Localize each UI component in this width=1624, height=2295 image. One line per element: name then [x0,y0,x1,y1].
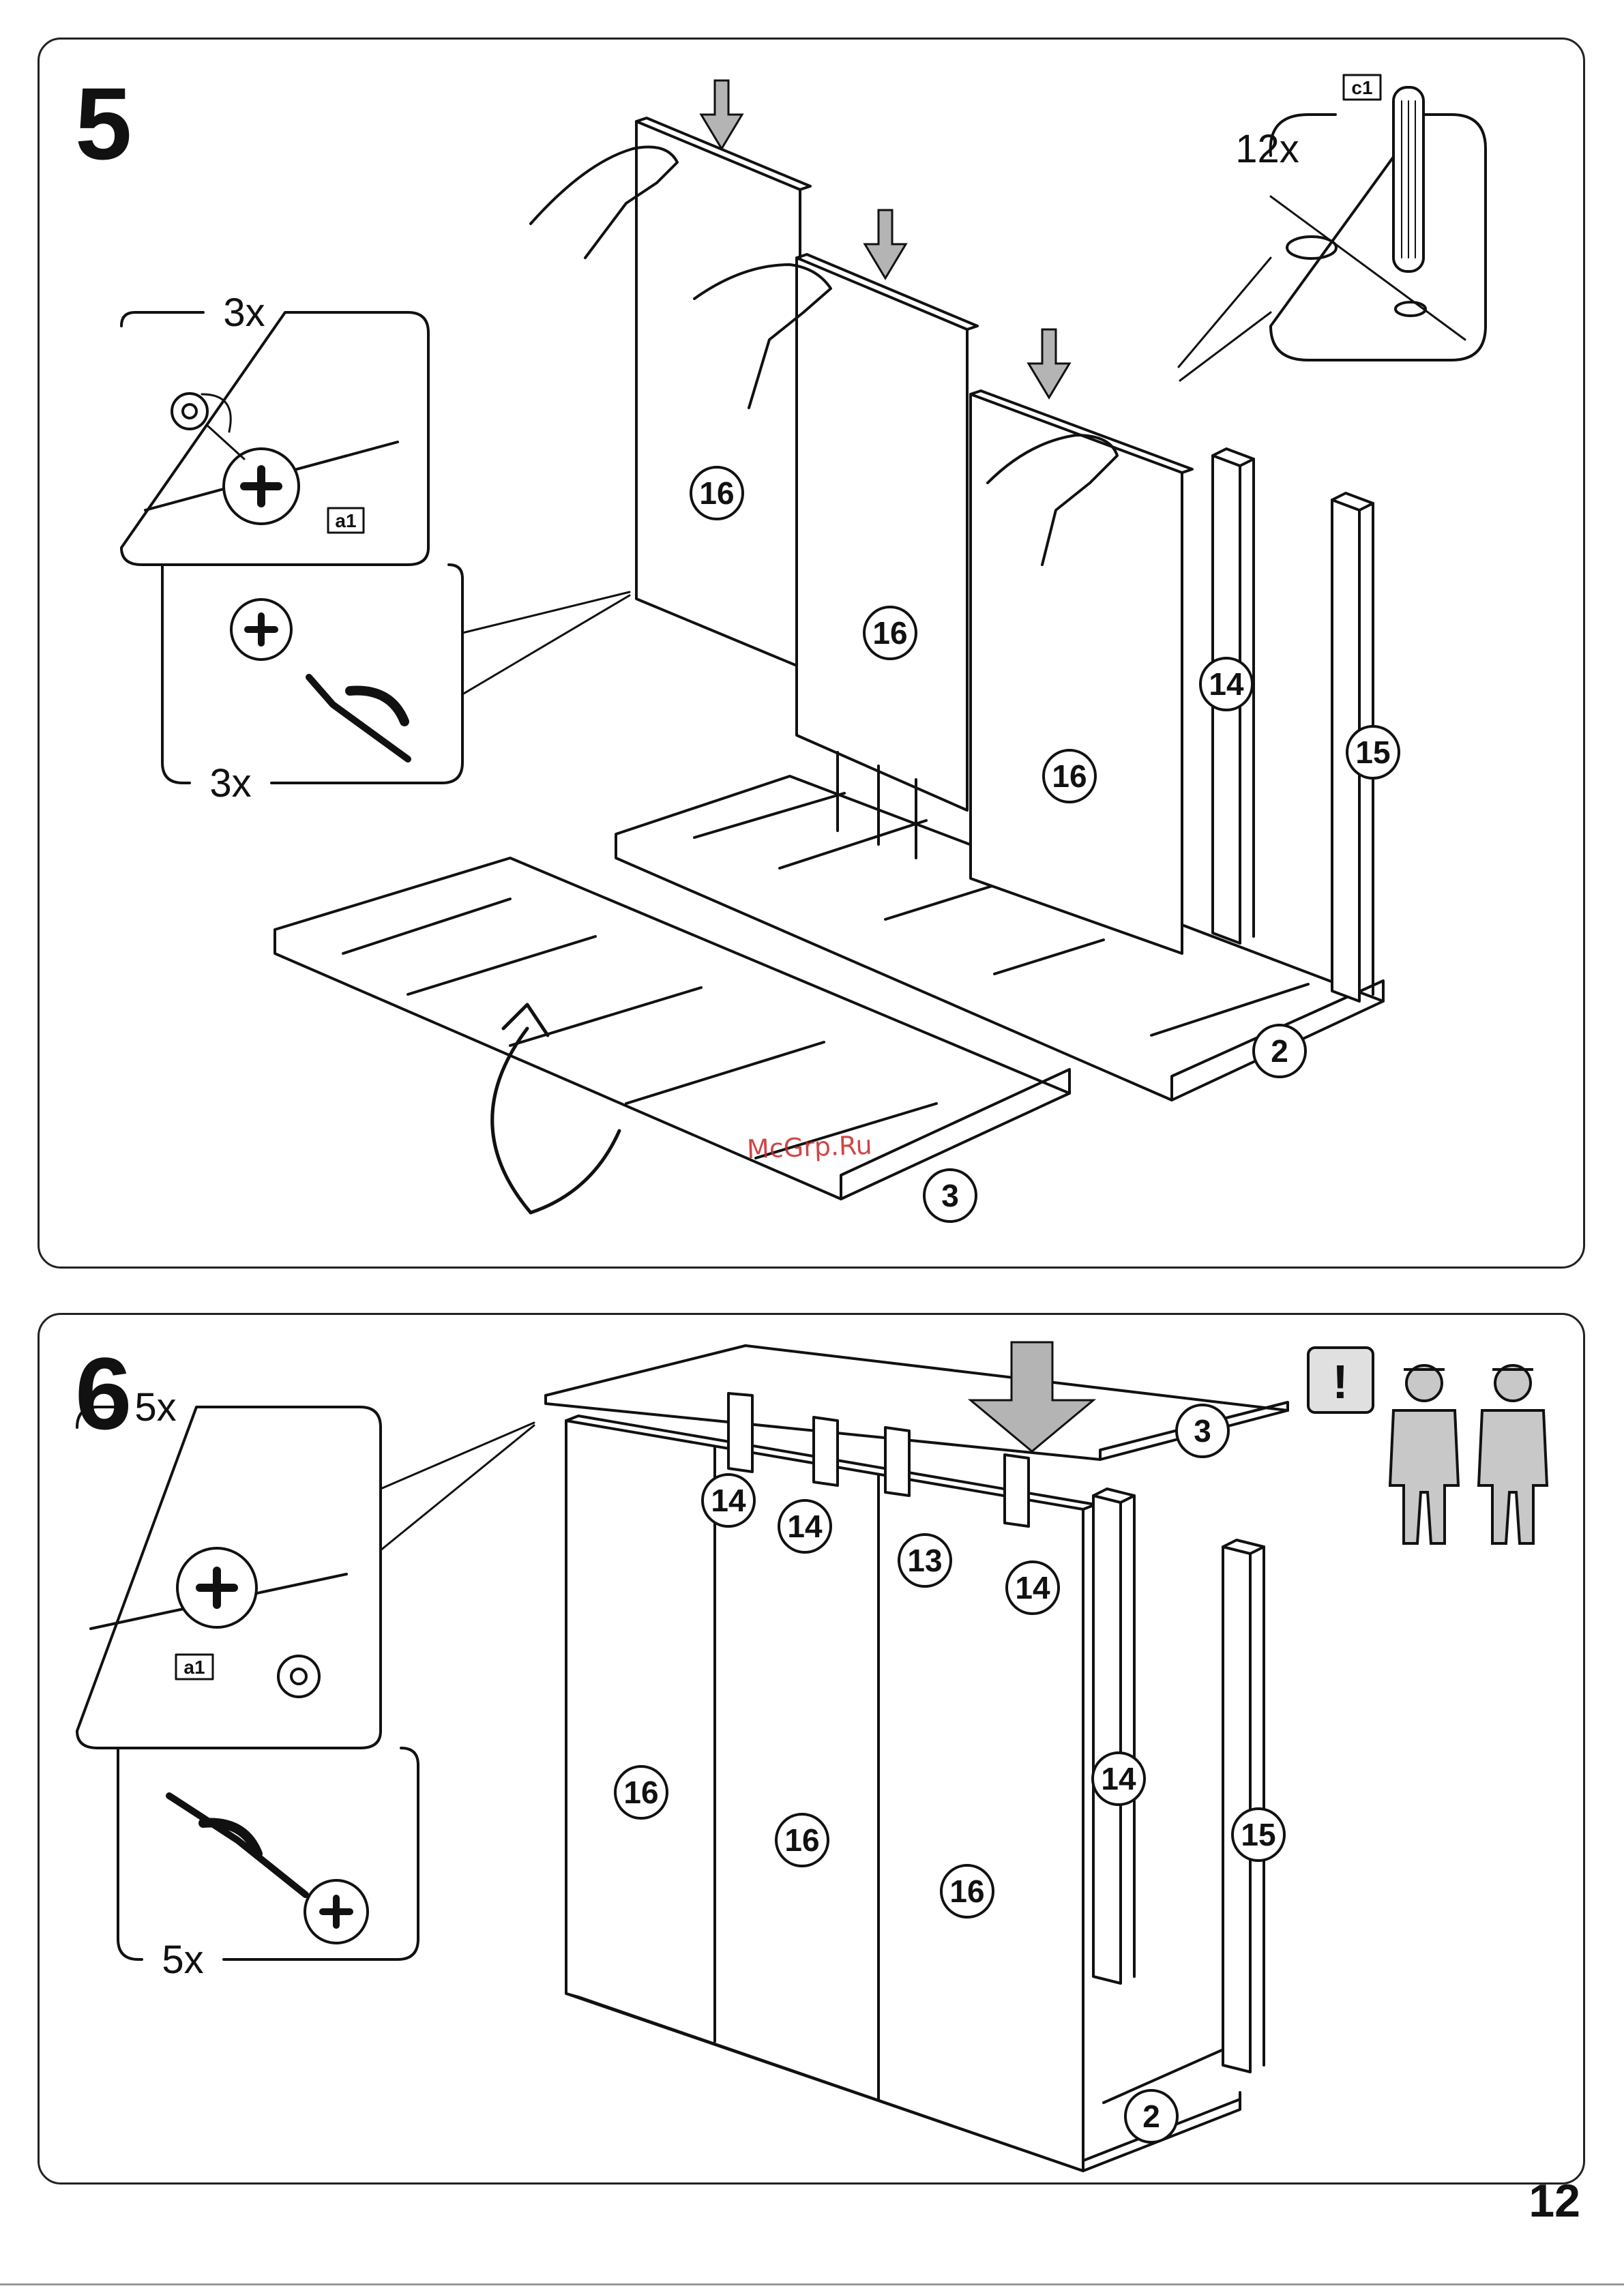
part-number: 3 [941,1178,959,1213]
cam-lock-callout [121,312,428,565]
cam-count-label: 5x [134,1385,176,1430]
fitting-code-label: a1 [335,510,356,531]
part-number: 14 [1015,1570,1050,1605]
person-icon [1479,1365,1547,1543]
part-number: 2 [1142,2099,1160,2134]
step-5-panel: 5 [38,38,1585,1269]
footer-divider [0,2283,1624,2285]
cam-count-label: 3x [223,291,265,335]
step-5-illustration: 16 16 16 14 15 2 3 3x 3x 12x a1 c1 [40,40,1587,1271]
part-number: 16 [699,475,734,511]
part-number: 2 [1271,1033,1288,1069]
part-number: 16 [872,615,907,651]
person-icon [1390,1365,1458,1543]
watermark-text: McGrp.Ru [746,1130,872,1164]
part-number: 15 [1355,735,1390,770]
turn-count-label: 3x [209,761,251,805]
part-number: 16 [784,1822,819,1858]
dowel-count-label: 12x [1235,127,1299,171]
fitting-code-label: a1 [183,1657,205,1678]
step-6-illustration: ! 3 [40,1315,1587,2187]
warning-symbol: ! [1332,1355,1348,1408]
part-number: 16 [949,1874,984,1909]
part-number: 13 [907,1543,942,1578]
screwdriver-callout [162,565,462,783]
two-person-warning: ! [1308,1348,1547,1543]
part-number: 15 [1241,1817,1275,1852]
part-number: 14 [787,1509,823,1544]
part-number: 14 [711,1483,746,1518]
part-number: 14 [1101,1761,1136,1796]
cam-lock-callout [77,1407,381,1748]
turn-count-label: 5x [162,1938,203,1982]
screwdriver-callout [118,1748,418,1959]
part-number: 14 [1209,666,1244,702]
part-number: 16 [1052,758,1087,794]
page-number: 12 [1529,2174,1580,2227]
part-number: 3 [1194,1413,1211,1449]
fitting-code-label: c1 [1351,77,1372,98]
dowel-callout [1179,75,1486,381]
step-6-panel: 6 [38,1313,1585,2185]
part-number: 16 [623,1775,658,1810]
